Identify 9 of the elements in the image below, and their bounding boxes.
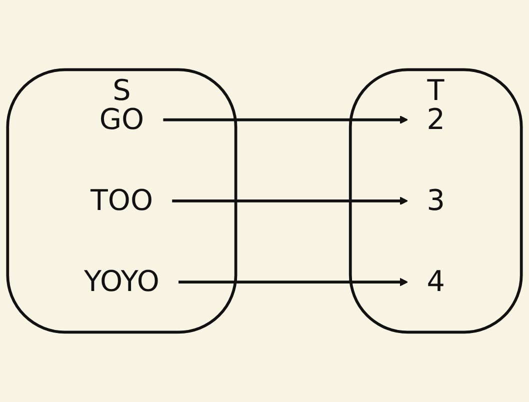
arrow [178,278,408,286]
node-text: TOO [90,184,154,218]
arrow [163,116,408,124]
node-text: 4 [426,265,445,299]
node-text: GO [99,103,144,137]
node-text: YOYO [84,265,160,299]
arrow [172,196,408,206]
node-text: 3 [426,184,445,218]
node-text: 2 [426,103,445,137]
